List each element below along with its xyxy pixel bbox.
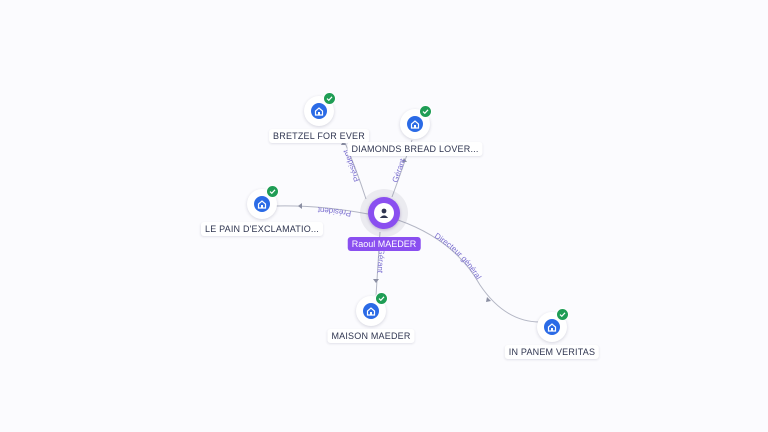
company-name-label[interactable]: IN PANEM VERITAS: [504, 345, 600, 359]
edge-bretzel-arrow: [341, 141, 346, 145]
company-name-label[interactable]: MAISON MAEDER: [327, 329, 415, 343]
edge-panem-arrow: [486, 297, 491, 302]
verified-check-icon: [556, 308, 569, 321]
company-node-circle[interactable]: [400, 105, 432, 139]
building-icon: [544, 319, 560, 335]
person-name-label[interactable]: Raoul MAEDER: [347, 237, 421, 251]
company-node-circle[interactable]: [247, 185, 279, 219]
building-icon: [311, 103, 327, 119]
company-node-circle[interactable]: [537, 308, 569, 342]
company-node-circle[interactable]: [356, 292, 388, 326]
edge-diamonds-arrow: [402, 158, 407, 162]
company-name-label[interactable]: DIAMONDS BREAD LOVER...: [347, 142, 483, 156]
building-icon: [363, 303, 379, 319]
person-icon: [374, 203, 394, 223]
edge-label-maison: Gérant: [375, 248, 386, 274]
verified-check-icon: [266, 185, 279, 198]
company-name-label[interactable]: BRETZEL FOR EVER: [269, 129, 369, 143]
company-name-label[interactable]: LE PAIN D'EXCLAMATIO...: [200, 222, 324, 236]
verified-check-icon: [375, 292, 388, 305]
edge-pain-arrow: [298, 203, 302, 209]
edge-label-pain: Président: [317, 205, 352, 218]
verified-check-icon: [323, 92, 336, 105]
edge-label-diamonds: Gérant: [391, 157, 408, 184]
verified-check-icon: [419, 105, 432, 118]
building-icon: [407, 116, 423, 132]
building-icon: [254, 196, 270, 212]
edge-maison-arrow: [373, 279, 379, 283]
company-node-circle[interactable]: [304, 92, 336, 126]
edge-label-panem: Directeur général: [433, 231, 483, 281]
person-pin[interactable]: [368, 197, 400, 229]
